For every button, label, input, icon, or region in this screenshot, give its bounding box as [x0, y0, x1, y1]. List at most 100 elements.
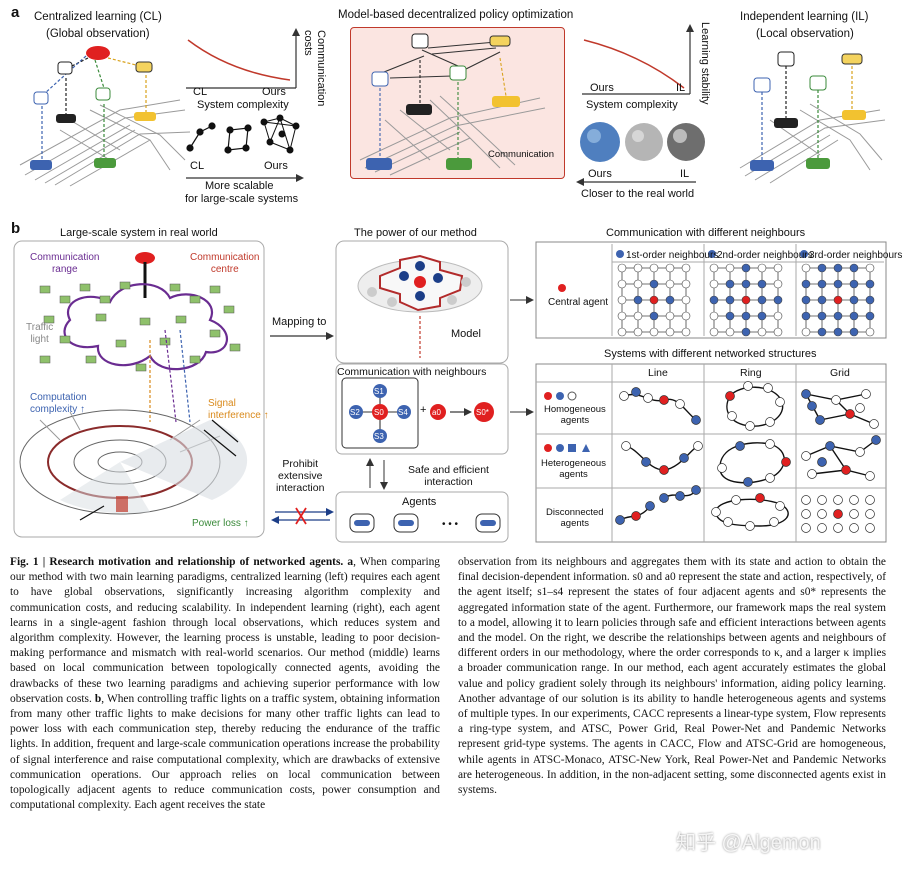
structure-node [735, 441, 745, 451]
structure-node [765, 473, 775, 483]
structure-node [645, 501, 655, 511]
planet-earth [580, 122, 620, 162]
grid-node [681, 263, 691, 273]
caption-right-column: observation from its neighbours and aggr… [458, 555, 886, 798]
node-s4 [397, 405, 411, 419]
caption-left-column: Fig. 1 | Research motivation and relatio… [10, 555, 440, 813]
grid-node [833, 311, 843, 321]
ours-tag-left: Ours [262, 86, 286, 98]
grid-node [741, 327, 751, 337]
caption-bold-a: Fig. 1 | Research motivation and relatio… [10, 556, 354, 568]
structure-node [849, 523, 859, 533]
structure-node [743, 381, 753, 391]
signal-wedge [120, 420, 248, 500]
traffic-light-label: Traffic light [26, 322, 54, 345]
structure-node [865, 509, 875, 519]
grid-node [741, 295, 751, 305]
node-s3 [373, 429, 387, 443]
grid-node [725, 295, 735, 305]
cl-cars [30, 112, 156, 170]
structure-node [815, 415, 825, 425]
comm-centre-label: Communication centre [190, 252, 260, 275]
structure-node [801, 451, 811, 461]
model-label: Model [451, 328, 481, 340]
structure-node [801, 509, 811, 519]
comm-neighbours-label: Communication with neighbours [337, 366, 487, 378]
il-title: Independent learning (IL) [740, 11, 869, 23]
comm-diff-title: Communication with different neighbours [606, 227, 806, 239]
grid-node [773, 263, 783, 273]
grid-node [865, 327, 875, 337]
planet-grey [625, 123, 663, 161]
central-agent-label: Central agent [548, 297, 609, 308]
model-platform [357, 254, 483, 313]
grid-node [773, 279, 783, 289]
grid-node [849, 295, 859, 305]
structure-node [621, 441, 631, 451]
structure-node [865, 471, 875, 481]
structure-node [631, 511, 641, 521]
order1-header: 1st-order neighbours [626, 250, 719, 261]
structure-node [727, 411, 737, 421]
caption-right-para: observation from its neighbours and aggr… [458, 556, 886, 797]
structure-node [725, 391, 735, 401]
grid-node [665, 295, 675, 305]
grid-node [709, 295, 719, 305]
prohibit-label: Prohibit extensive interaction [276, 458, 325, 494]
large-scale-title: Large-scale system in real world [60, 227, 218, 239]
traffic-lights-cluster [39, 281, 241, 372]
grid-node [617, 279, 627, 289]
structure-node [845, 409, 855, 419]
structure-node [833, 495, 843, 505]
learning-stability-axis-label: Learning stability [699, 22, 711, 105]
homo-row-icons [544, 391, 577, 401]
structure-node [807, 469, 817, 479]
grid-node [833, 295, 843, 305]
grid-node [865, 279, 875, 289]
grid-node [849, 279, 859, 289]
structure-node [631, 387, 641, 397]
grid-node [649, 263, 659, 273]
structure-node [717, 463, 727, 473]
agent-robots [349, 513, 501, 533]
grid-node [757, 279, 767, 289]
grid-node [741, 263, 751, 273]
signal-interference-label: Signal interference ↑ [208, 398, 269, 421]
structure-node [691, 415, 701, 425]
grid-node [665, 279, 675, 289]
label-s4: S4 [398, 408, 408, 417]
col-ring: Ring [740, 367, 762, 379]
label-s0star: S0* [476, 408, 489, 417]
more-scalable: More scalable [205, 180, 274, 192]
ours-cars [366, 96, 520, 170]
row-disc: Disconnected agents [546, 507, 604, 529]
ours-tag-right: Ours [590, 82, 614, 94]
stability-chart [582, 24, 694, 95]
structure-node [871, 435, 881, 445]
structure-node [849, 495, 859, 505]
structure-node [861, 389, 871, 399]
grid-node [633, 327, 643, 337]
structure-node [781, 457, 791, 467]
neighbour-grids [617, 263, 875, 337]
il-tag-right: IL [676, 82, 686, 94]
structure-node [769, 517, 779, 527]
structure-node [659, 493, 669, 503]
label-a0: a0 [432, 408, 441, 417]
structure-node [801, 523, 811, 533]
grid-node [773, 295, 783, 305]
structure-node [745, 421, 755, 431]
structure-node [801, 389, 811, 399]
grid-node [849, 327, 859, 337]
structure-node [745, 521, 755, 531]
il-tag-planets: IL [680, 168, 690, 180]
structure-node [825, 441, 835, 451]
grid-node [681, 279, 691, 289]
label-s0: S0 [374, 408, 384, 417]
grid-node [817, 279, 827, 289]
grid-node [709, 279, 719, 289]
comm-centre-node [135, 252, 155, 264]
graph-cl-label: CL [190, 160, 205, 172]
grid-node [665, 327, 675, 337]
